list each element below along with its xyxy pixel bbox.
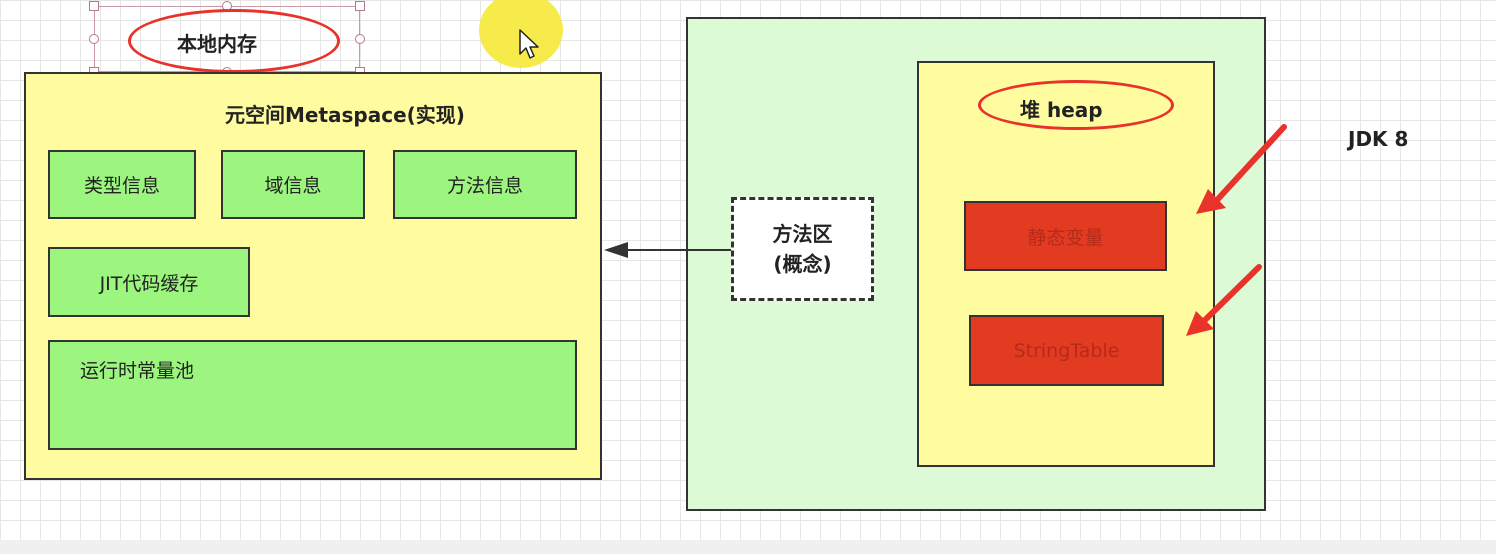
static-variables-pointer-arrow [1196,124,1287,214]
heap-highlight-ellipse [978,80,1174,130]
mouse-pointer-icon [519,29,539,59]
resize-handle-left[interactable] [89,34,99,44]
method-area-to-metaspace-arrow [604,242,731,258]
resize-handle-top-right[interactable] [355,1,365,11]
canvas-bottom-strip [0,540,1496,554]
string-table-pointer-arrow [1186,264,1262,336]
method-area-box[interactable]: 方法区 (概念) [731,197,874,301]
runtime-constant-pool-box[interactable]: 运行时常量池 [48,340,577,450]
string-table-box[interactable]: StringTable [969,315,1164,386]
method-area-concept-label: (概念) [773,252,832,276]
metaspace-title: 元空间Metaspace(实现) [225,103,465,127]
resize-handle-right[interactable] [355,34,365,44]
field-info-box[interactable]: 域信息 [221,150,365,219]
jit-code-cache-box[interactable]: JIT代码缓存 [48,247,250,317]
static-variables-box[interactable]: 静态变量 [964,201,1167,271]
jdk-version-label: JDK 8 [1348,127,1409,151]
method-area-label: 方法区 [772,222,833,246]
type-info-box[interactable]: 类型信息 [48,150,196,219]
resize-handle-top-left[interactable] [89,1,99,11]
method-info-box[interactable]: 方法信息 [393,150,577,219]
native-memory-highlight-ellipse [128,9,340,73]
